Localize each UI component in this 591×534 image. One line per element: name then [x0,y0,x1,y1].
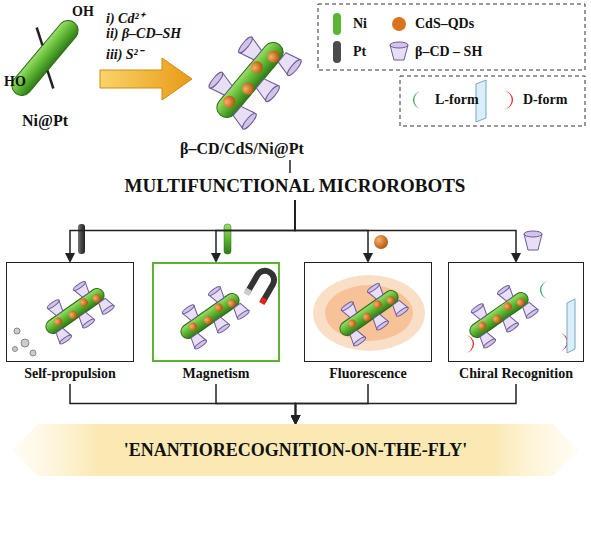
branch-arrow [216,200,295,261]
legend-frame [318,4,585,70]
material-name: β–CD/CdS/Ni@Pt [180,140,304,158]
legend-text: CdS–QDs [415,16,474,32]
legend-item: L-form [408,88,479,112]
panel-illustration [154,264,280,362]
result-banner: 'ENANTIORECOGNITION-ON-THE-FLY' [12,424,579,476]
legend-item: Ni [326,12,367,36]
reaction-step: i) Cd²⁺ [106,8,144,27]
group-label: OH [72,4,94,20]
qd-icon [374,235,388,249]
cd-icon [524,231,542,250]
function-panel: Magnetism [152,262,280,382]
legend-item: D-form [496,88,567,112]
nickel-rod [0,6,94,110]
panel-box [6,262,134,362]
panel-illustration [449,263,584,362]
panel-caption: Magnetism [152,366,280,382]
legend-item: Pt [326,40,366,64]
panel-caption: Fluorescence [304,366,432,382]
function-panel: Fluorescence [304,262,432,382]
microrobot [198,25,303,134]
title-node: MULTIFUNCTIONAL MICROROBOTS [70,174,520,198]
panel-illustration [305,263,432,362]
legend-swatch-mark [333,13,341,35]
legend-text: Pt [353,44,366,60]
legend-swatch [388,40,410,64]
panel-illustration [7,263,134,362]
group-label: HO [4,74,26,90]
legend-swatch [388,12,410,36]
branch-arrow [295,200,516,261]
panel-box [448,262,584,362]
legend-swatch-mark [504,91,513,109]
heading-text: MULTIFUNCTIONAL MICROROBOTS [70,174,520,198]
function-panel: Chiral Recognition [448,262,584,382]
legend-swatch-mark [333,41,341,63]
panel-box [304,262,432,362]
legend-swatch [496,88,518,112]
legend-swatch [326,40,348,64]
stem-line [289,160,291,173]
legend-swatch-mark [392,17,406,31]
branch-arrow [296,384,517,423]
banner-text: 'ENANTIORECOGNITION-ON-THE-FLY' [12,424,579,476]
reaction-step: iii) S²⁻ [106,44,143,63]
reaction-step: ii) β–CD–SH [106,26,181,42]
legend-text: β–CD – SH [415,44,482,60]
branch-arrow [70,200,295,261]
panel-caption: Chiral Recognition [448,366,584,382]
legend-swatch [326,12,348,36]
pt-icon [78,224,85,254]
legend-text: Ni [353,16,367,32]
reaction-arrow [100,58,192,100]
legend-text: D-form [523,92,567,108]
material-name: Ni@Pt [22,112,68,130]
branch-arrow [70,384,296,423]
legend-swatch-mark [413,91,422,109]
function-panel: Self-propulsion [6,262,134,382]
branch-arrow [216,384,296,423]
panel-caption: Self-propulsion [6,366,134,382]
legend-text: L-form [435,92,479,108]
ni-icon [224,224,231,254]
legend-frame [400,76,585,126]
panel-box [152,262,280,362]
legend-item: CdS–QDs [388,12,474,36]
legend-item: β–CD – SH [388,40,482,64]
legend-swatch [408,88,430,112]
